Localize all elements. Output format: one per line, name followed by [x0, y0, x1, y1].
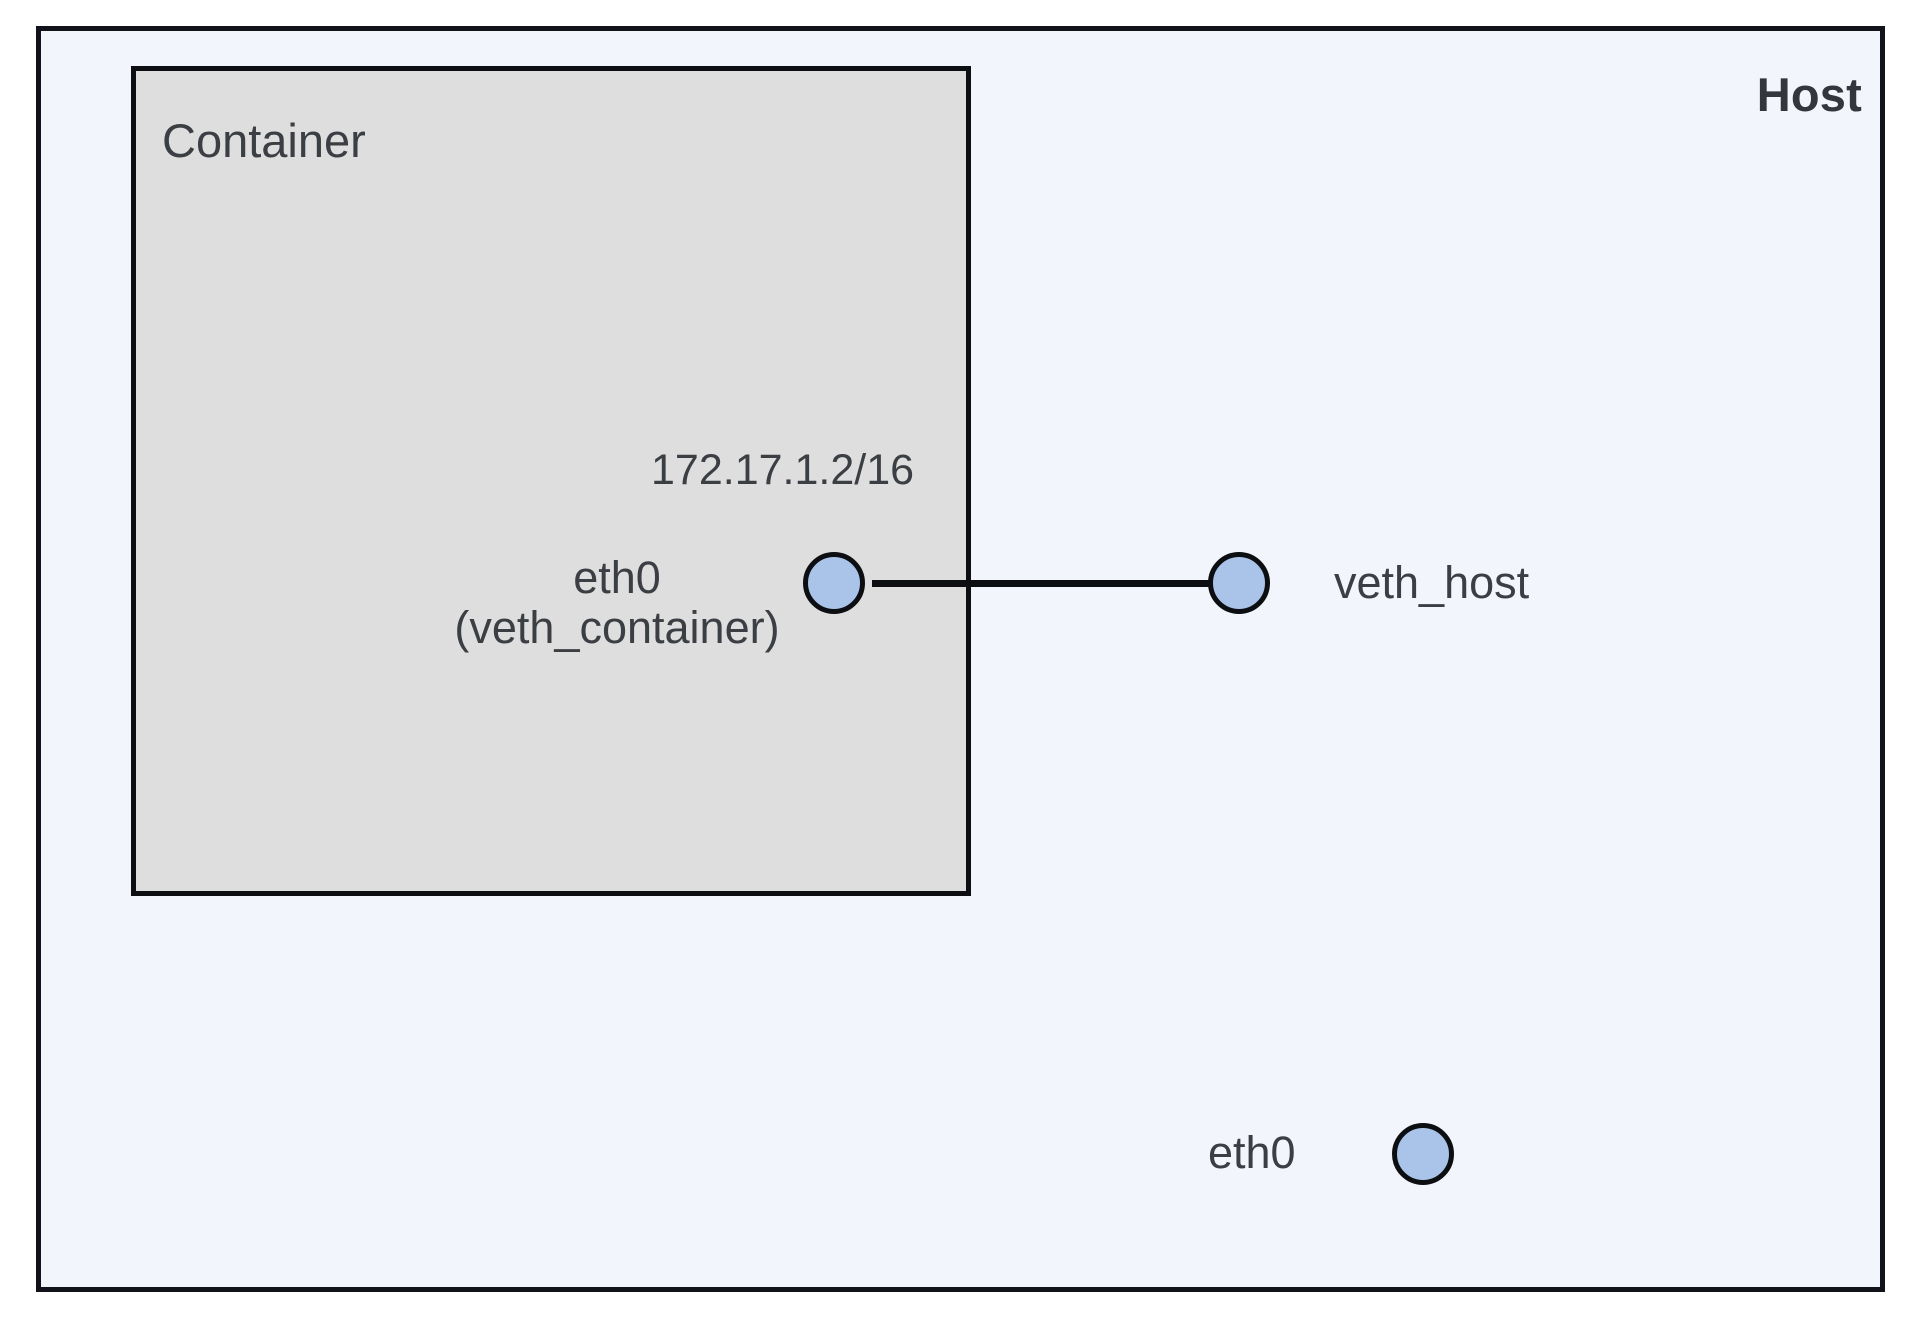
host-eth0-node[interactable]	[1392, 1123, 1454, 1185]
container-eth0-label-name: eth0	[573, 552, 661, 603]
veth-pair-link	[872, 580, 1212, 587]
container-eth0-label: eth0 (veth_container)	[447, 552, 787, 654]
container-eth0-node[interactable]	[803, 552, 865, 614]
container-eth0-label-veth: (veth_container)	[454, 602, 780, 654]
container-label: Container	[162, 114, 366, 167]
container-boundary	[131, 66, 971, 896]
container-eth0-ip-address: 172.17.1.2/16	[651, 446, 915, 494]
host-veth-label: veth_host	[1334, 557, 1530, 608]
host-eth0-label: eth0	[1208, 1127, 1296, 1178]
host-label: Host	[1756, 68, 1862, 121]
host-veth-node[interactable]	[1208, 552, 1270, 614]
